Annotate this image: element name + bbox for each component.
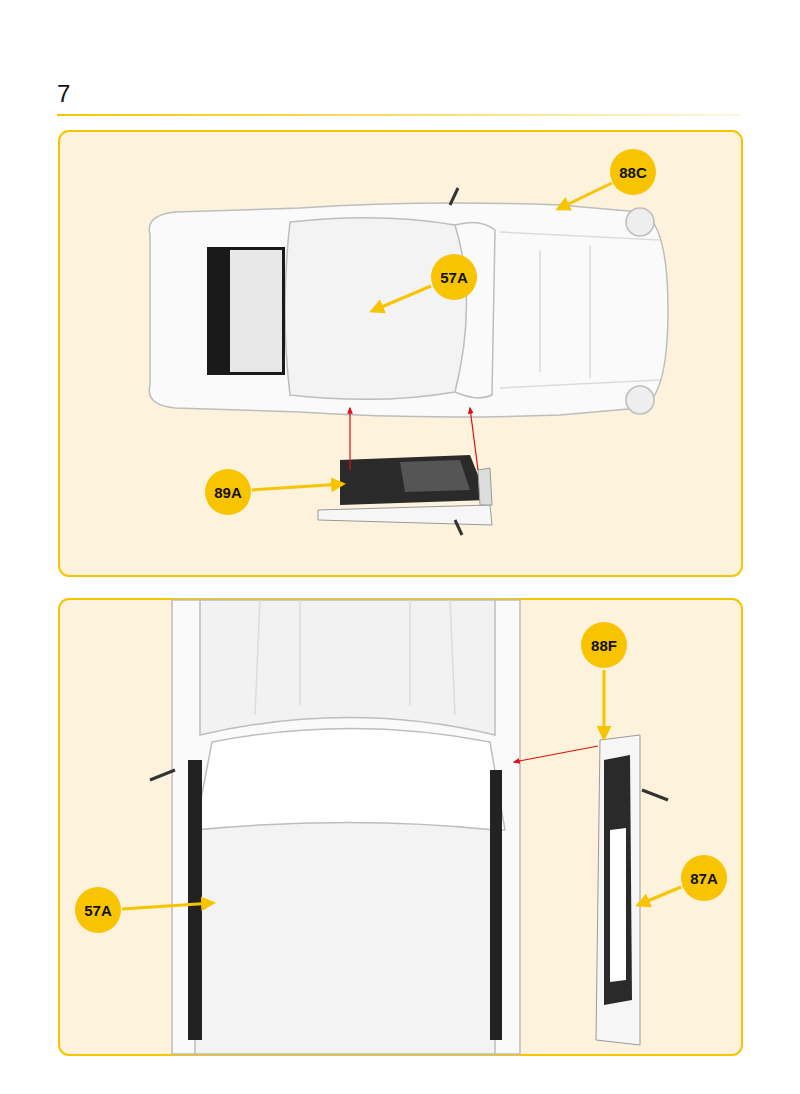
- leader-arrow: [638, 887, 681, 905]
- rear-window-glass: [230, 250, 282, 372]
- door-part: [318, 455, 492, 535]
- callout-text: 88C: [619, 164, 647, 181]
- callout-text: 88F: [591, 637, 617, 654]
- step-panel: [59, 131, 742, 576]
- callout-text: 57A: [440, 269, 468, 286]
- callout-number: 88C: [610, 149, 656, 195]
- callout-text: 87A: [690, 870, 718, 887]
- car-body: [149, 203, 668, 417]
- mirror: [450, 188, 458, 205]
- leader-arrow: [603, 670, 606, 738]
- callout-number: 57A: [75, 887, 121, 933]
- callout-number: 88F: [581, 622, 627, 668]
- door-opening: [188, 760, 202, 1040]
- callout-number: 57A: [431, 254, 477, 300]
- door-opening: [490, 770, 502, 1040]
- fit-arrow: [470, 408, 478, 470]
- callout-text: 89A: [214, 484, 242, 501]
- mirror: [150, 770, 175, 780]
- leader-arrow: [558, 183, 612, 209]
- fit-arrow: [514, 746, 598, 762]
- step-number: 7: [57, 80, 70, 108]
- callout-number: 87A: [681, 855, 727, 901]
- callout-text: 57A: [84, 902, 112, 919]
- callout-number: 89A: [205, 469, 251, 515]
- fit-arrow: [349, 408, 350, 470]
- header-rule: [57, 114, 741, 116]
- door-part: [596, 735, 668, 1045]
- step-panel: [59, 599, 742, 1055]
- car-body: [172, 600, 520, 1054]
- leader-arrow: [122, 903, 213, 909]
- leader-arrow: [252, 484, 343, 490]
- rear-window: [207, 247, 285, 375]
- leader-arrow: [372, 286, 431, 311]
